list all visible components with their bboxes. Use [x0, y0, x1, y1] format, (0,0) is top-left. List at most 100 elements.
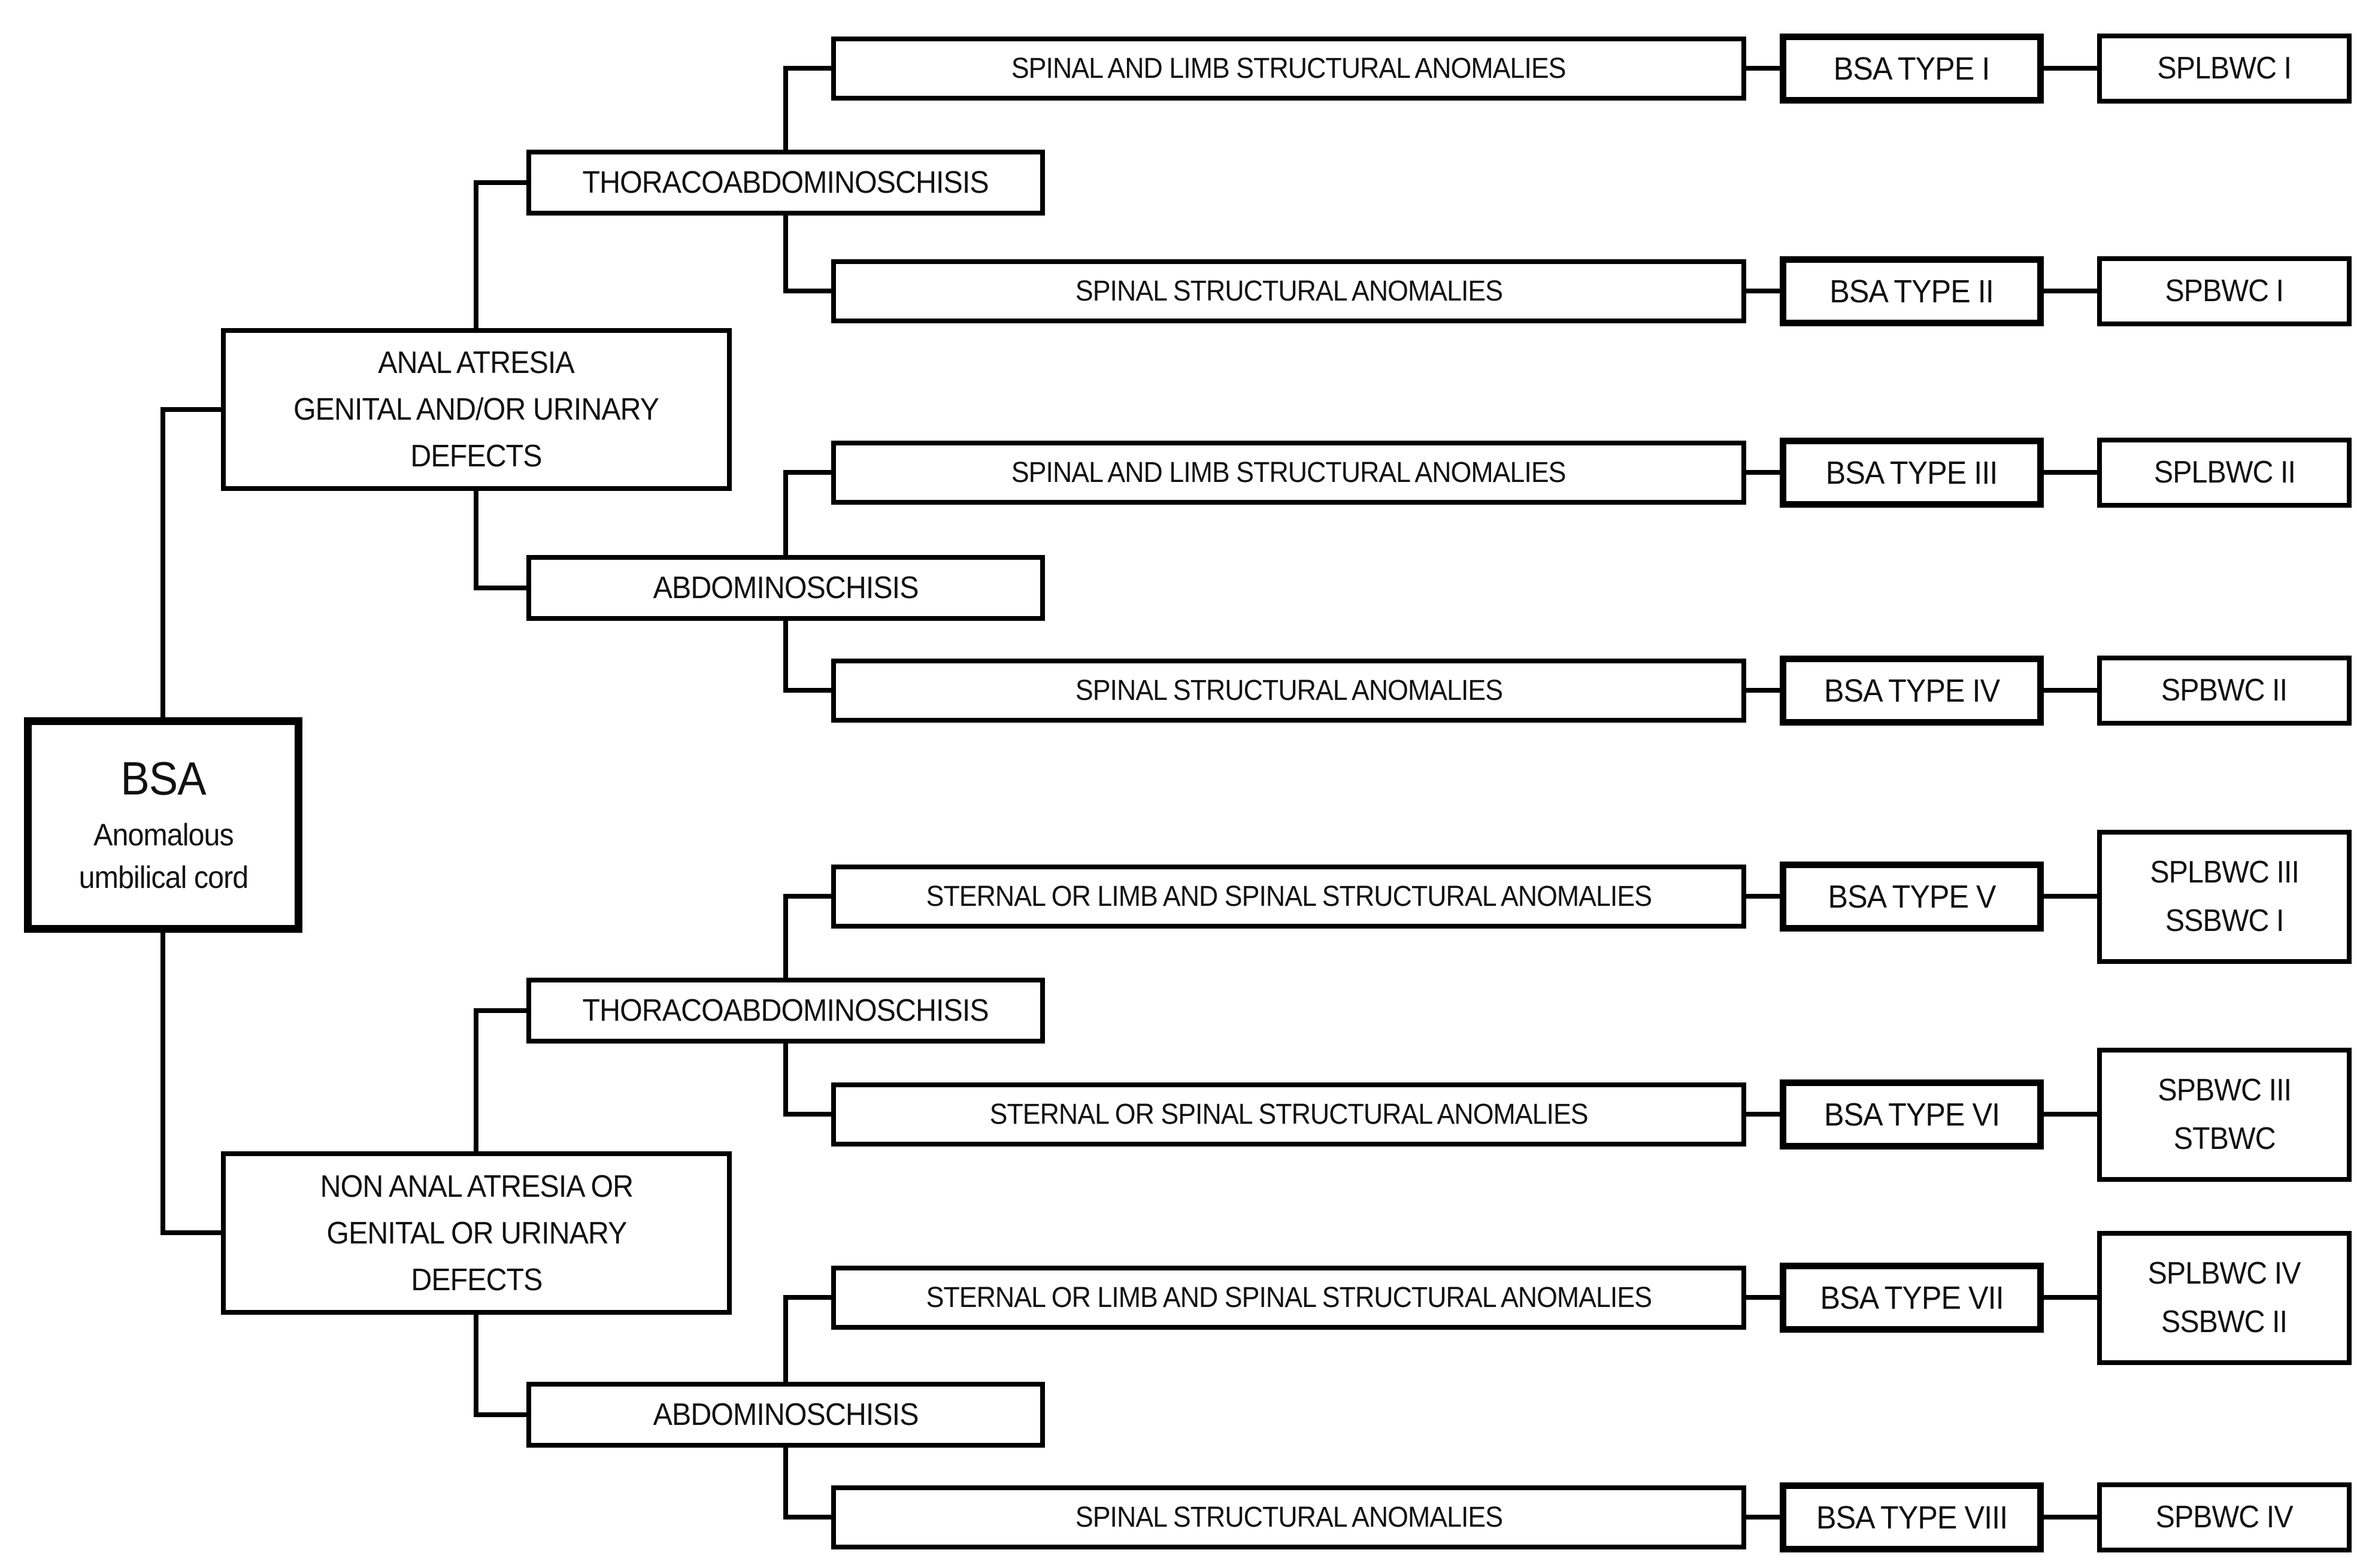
anomaly-node-7: STERNAL OR LIMB AND SPINAL STRUCTURAL AN… [831, 1266, 1746, 1330]
anomaly-node-3: SPINAL AND LIMB STRUCTURAL ANOMALIES [831, 441, 1746, 505]
bsa-type-node-7: BSA TYPE VII [1780, 1263, 2044, 1333]
classification-label: SPLBWC II [2153, 455, 2295, 490]
bsa-type-label: BSA TYPE II [1829, 273, 1994, 310]
connector-segment [783, 66, 831, 71]
anomaly-label: SPINAL STRUCTURAL ANOMALIES [1075, 275, 1502, 307]
classification-label: SPLBWC III SSBWC I [2150, 855, 2300, 938]
anomaly-node-1: SPINAL AND LIMB STRUCTURAL ANOMALIES [831, 37, 1746, 101]
connector-segment [783, 621, 788, 693]
connector-segment [783, 289, 831, 293]
root-subtitle: Anomalous umbilical cord [78, 818, 249, 895]
connector-segment [783, 1295, 788, 1382]
bsa-type-node-1: BSA TYPE I [1780, 34, 2044, 104]
classification-node-8: SPBWC IV [2097, 1482, 2352, 1552]
group-label: NON ANAL ATRESIA OR GENITAL OR URINARY D… [320, 1169, 633, 1297]
bsa-type-node-5: BSA TYPE V [1780, 862, 2044, 932]
bsa-type-node-6: BSA TYPE VI [1780, 1079, 2044, 1150]
connector-segment [474, 1315, 478, 1417]
connector-segment [2044, 688, 2097, 693]
anomaly-label: STERNAL OR LIMB AND SPINAL STRUCTURAL AN… [926, 1282, 1652, 1314]
connector-segment [474, 180, 526, 185]
bsa-type-node-2: BSA TYPE II [1780, 256, 2044, 326]
anomaly-label: SPINAL STRUCTURAL ANOMALIES [1075, 1502, 1502, 1533]
subgroup-label: ABDOMINOSCHISIS [653, 1397, 919, 1432]
bsa-type-label: BSA TYPE IV [1823, 672, 2000, 709]
connector-segment [783, 216, 788, 293]
subgroup-label: THORACOABDOMINOSCHISIS [582, 165, 989, 200]
connector-segment [474, 1008, 526, 1013]
classification-label: SPBWC II [2161, 673, 2288, 708]
classification-node-1: SPLBWC I [2097, 34, 2352, 104]
group-label: ANAL ATRESIA GENITAL AND/OR URINARY DEFE… [293, 345, 659, 474]
anomaly-label: SPINAL STRUCTURAL ANOMALIES [1075, 675, 1502, 706]
connector-segment [474, 1412, 526, 1417]
root-title: BSA [120, 752, 206, 805]
connector-segment [783, 894, 831, 899]
subgroup-node-thoracoabdominoschisis-upper: THORACOABDOMINOSCHISIS [526, 150, 1045, 216]
connector-segment [783, 66, 788, 150]
subgroup-label: THORACOABDOMINOSCHISIS [582, 993, 989, 1028]
connector-segment [783, 1515, 831, 1520]
connector-segment [474, 586, 526, 590]
root-node-bsa: BSA Anomalous umbilical cord [24, 717, 302, 933]
connector-segment [783, 1044, 788, 1117]
anomaly-label: STERNAL OR LIMB AND SPINAL STRUCTURAL AN… [926, 881, 1652, 912]
classification-label: SPLBWC I [2157, 51, 2292, 86]
subgroup-node-abdominoschisis-upper: ABDOMINOSCHISIS [526, 555, 1045, 621]
connector-segment [2044, 1112, 2097, 1117]
classification-label: SPBWC I [2165, 274, 2285, 309]
anomaly-label: STERNAL OR SPINAL STRUCTURAL ANOMALIES [989, 1099, 1588, 1130]
connector-segment [1746, 289, 1780, 293]
connector-segment [783, 1295, 831, 1300]
connector-segment [160, 1230, 221, 1235]
group-node-anal-atresia: ANAL ATRESIA GENITAL AND/OR URINARY DEFE… [221, 328, 732, 491]
classification-node-2: SPBWC I [2097, 256, 2352, 326]
anomaly-label: SPINAL AND LIMB STRUCTURAL ANOMALIES [1011, 53, 1567, 84]
connector-segment [474, 491, 478, 590]
connector-segment [1746, 688, 1780, 693]
bsa-type-label: BSA TYPE VI [1823, 1096, 2000, 1133]
bsa-type-node-4: BSA TYPE IV [1780, 656, 2044, 726]
connector-segment [2044, 1295, 2097, 1300]
classification-node-4: SPBWC II [2097, 656, 2352, 726]
connector-segment [1746, 66, 1780, 71]
connector-segment [2044, 470, 2097, 475]
connector-segment [2044, 289, 2097, 293]
classification-label: SPBWC IV [2155, 1500, 2294, 1535]
classification-node-3: SPLBWC II [2097, 438, 2352, 508]
connector-segment [783, 1448, 788, 1520]
anomaly-node-8: SPINAL STRUCTURAL ANOMALIES [831, 1485, 1746, 1549]
connector-segment [2044, 66, 2097, 71]
connector-segment [783, 894, 788, 978]
connector-segment [2044, 894, 2097, 899]
bsa-type-label: BSA TYPE I [1834, 50, 1990, 87]
classification-node-5: SPLBWC III SSBWC I [2097, 830, 2352, 964]
classification-node-7: SPLBWC IV SSBWC II [2097, 1231, 2352, 1365]
connector-segment [1746, 1112, 1780, 1117]
connector-segment [160, 933, 165, 1235]
bsa-type-label: BSA TYPE V [1828, 878, 1996, 915]
bsa-type-label: BSA TYPE VIII [1816, 1499, 2008, 1536]
anomaly-node-6: STERNAL OR SPINAL STRUCTURAL ANOMALIES [831, 1082, 1746, 1147]
subgroup-node-thoracoabdominoschisis-lower: THORACOABDOMINOSCHISIS [526, 978, 1045, 1044]
connector-segment [783, 688, 831, 693]
connector-segment [1746, 1515, 1780, 1520]
connector-segment [2044, 1515, 2097, 1520]
classification-node-6: SPBWC III STBWC [2097, 1048, 2352, 1182]
connector-segment [160, 407, 165, 717]
bsa-type-label: BSA TYPE III [1826, 454, 1998, 491]
connector-segment [783, 470, 831, 475]
anomaly-node-5: STERNAL OR LIMB AND SPINAL STRUCTURAL AN… [831, 865, 1746, 929]
group-node-non-anal-atresia: NON ANAL ATRESIA OR GENITAL OR URINARY D… [221, 1151, 732, 1315]
bsa-type-node-3: BSA TYPE III [1780, 438, 2044, 508]
connector-segment [160, 407, 221, 412]
bsa-type-node-8: BSA TYPE VIII [1780, 1482, 2044, 1552]
connector-segment [1746, 894, 1780, 899]
classification-label: SPLBWC IV SSBWC II [2148, 1256, 2301, 1339]
subgroup-node-abdominoschisis-lower: ABDOMINOSCHISIS [526, 1382, 1045, 1448]
connector-segment [474, 1008, 478, 1151]
anomaly-label: SPINAL AND LIMB STRUCTURAL ANOMALIES [1011, 457, 1567, 489]
classification-label: SPBWC III STBWC [2158, 1073, 2292, 1156]
connector-segment [1746, 1295, 1780, 1300]
